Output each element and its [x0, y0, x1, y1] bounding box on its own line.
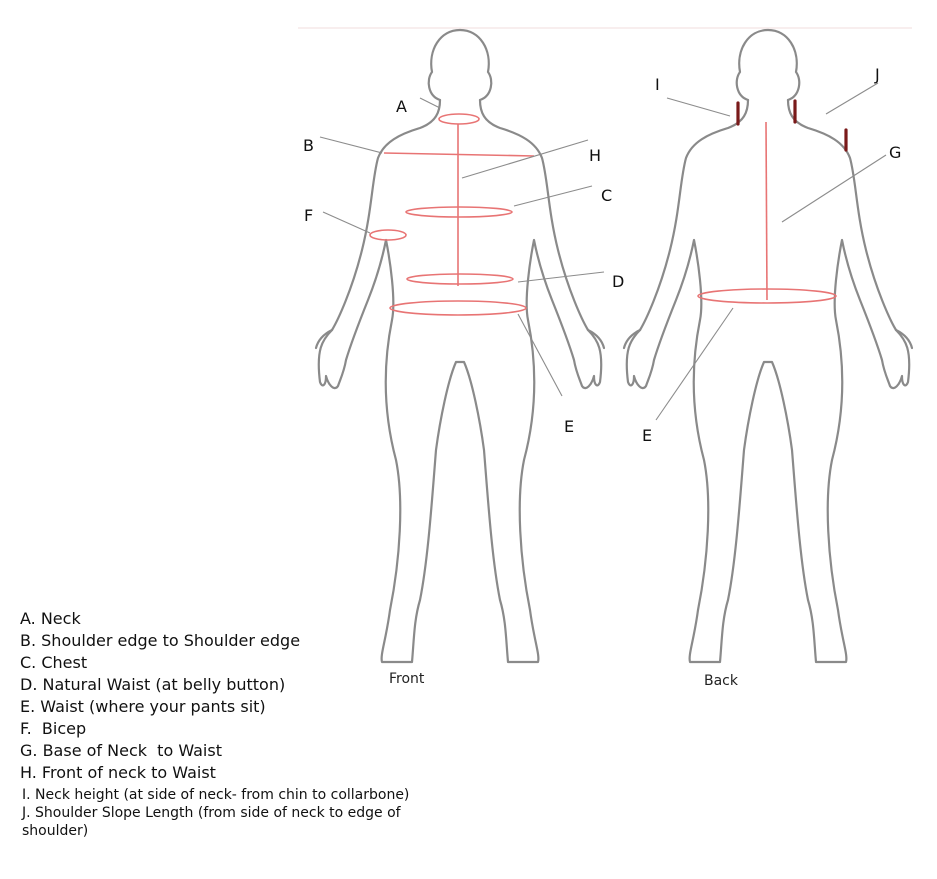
leader-f	[322, 211, 371, 234]
legend-item-e: E. Waist (where your pants sit)	[20, 697, 266, 716]
back-right-thumb	[894, 328, 914, 350]
front-head-outline	[427, 28, 493, 102]
label-g: G	[889, 143, 901, 162]
back-head-outline	[735, 28, 801, 102]
legend-item-j: J. Shoulder Slope Length (from side of n…	[22, 805, 401, 839]
back-neck-to-waist-measure	[765, 121, 768, 301]
front-bicep-measure	[369, 229, 407, 241]
legend-item-i: I. Neck height (at side of neck- from ch…	[22, 787, 410, 803]
front-figure: A B H C F D E Front	[303, 28, 624, 687]
legend-item-h: H. Front of neck to Waist	[20, 763, 216, 782]
label-i: I	[655, 75, 660, 94]
front-neck-measure	[438, 113, 480, 125]
front-left-thumb	[314, 328, 334, 350]
front-body-outline	[317, 98, 603, 664]
back-caption: Back	[704, 673, 739, 689]
front-right-thumb	[586, 328, 606, 350]
legend-item-b: B. Shoulder edge to Shoulder edge	[20, 631, 301, 650]
label-b: B	[303, 136, 314, 155]
front-pants-waist-measure	[389, 300, 527, 316]
leader-c	[513, 185, 593, 207]
leader-i	[666, 97, 731, 117]
front-caption: Front	[389, 671, 425, 687]
label-c: C	[601, 186, 612, 205]
label-a: A	[396, 97, 407, 116]
front-shoulder-measure	[383, 152, 535, 157]
label-e-front: E	[564, 417, 574, 436]
legend-item-d: D. Natural Waist (at belly button)	[20, 675, 286, 694]
leader-d	[517, 271, 605, 283]
front-chest-measure	[405, 206, 513, 218]
legend-item-c: C. Chest	[20, 653, 88, 672]
back-body-outline	[625, 98, 911, 664]
leader-h	[461, 139, 589, 179]
label-e-back: E	[642, 426, 652, 445]
leader-b	[319, 136, 383, 154]
legend-item-a: A. Neck	[20, 609, 81, 628]
label-h: H	[589, 146, 601, 165]
leader-j	[825, 82, 879, 115]
back-left-thumb	[622, 328, 642, 350]
legend-item-g: G. Base of Neck to Waist	[20, 741, 222, 760]
leader-e-back	[655, 307, 734, 421]
label-f: F	[304, 206, 313, 225]
leader-g	[781, 154, 887, 223]
legend-item-f: F. Bicep	[20, 719, 87, 738]
back-figure: I J G E Back	[622, 28, 914, 689]
measurement-legend: A. Neck B. Shoulder edge to Shoulder edg…	[20, 608, 450, 840]
front-natural-waist-measure	[406, 273, 514, 285]
label-d: D	[612, 272, 624, 291]
leader-a	[419, 97, 441, 109]
back-pants-waist-measure	[697, 288, 837, 304]
label-j: J	[874, 65, 880, 84]
leader-e-front	[517, 313, 563, 397]
